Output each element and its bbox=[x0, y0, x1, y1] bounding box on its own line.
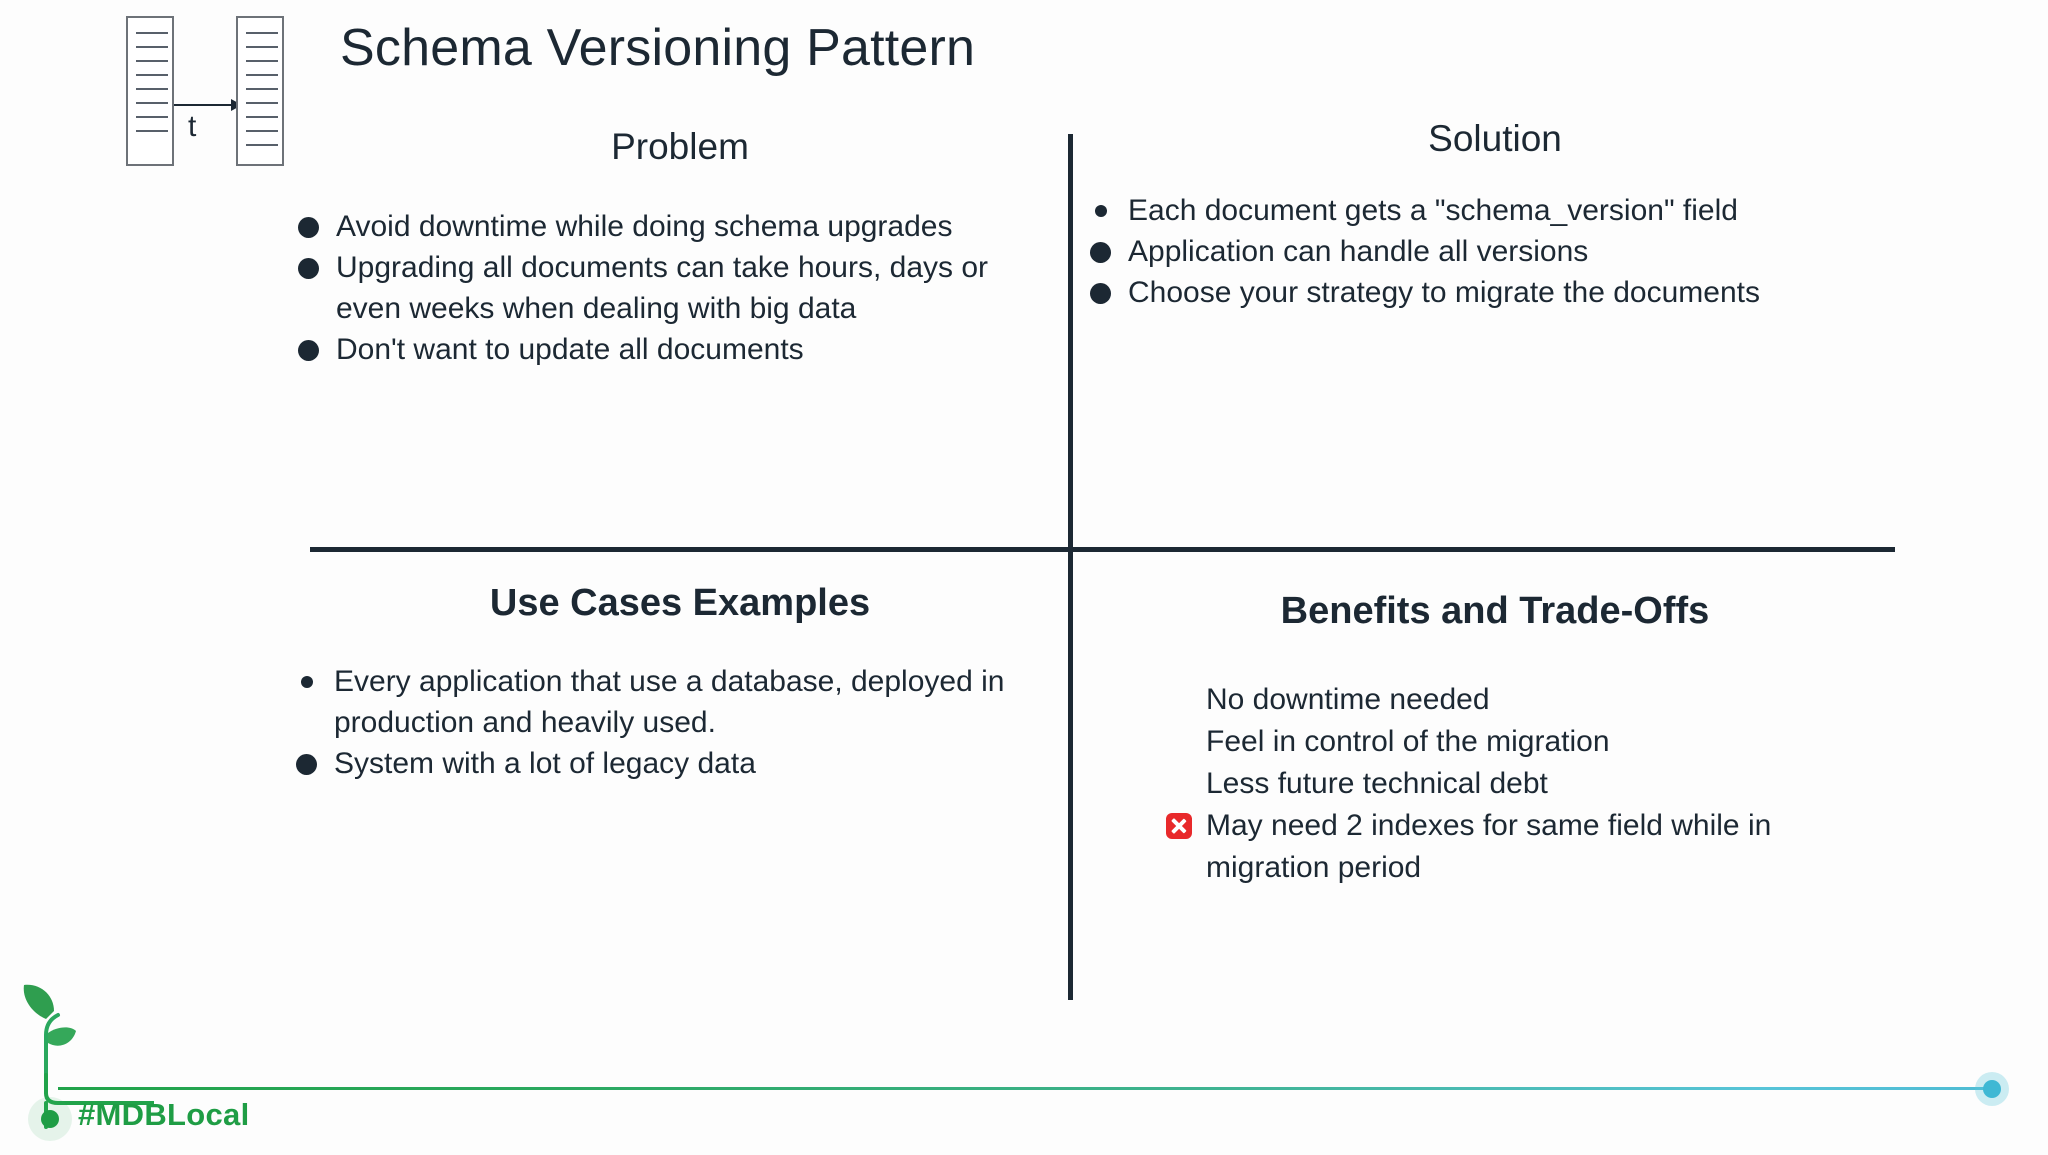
quadrant-problem: Problem Avoid downtime while doing schem… bbox=[298, 126, 1060, 370]
solution-list: Each document gets a "schema_version" fi… bbox=[1082, 190, 1900, 313]
list-item-text: Less future technical debt bbox=[1206, 767, 1548, 800]
document-v1-icon bbox=[126, 16, 174, 166]
usecases-list: Every application that use a database, d… bbox=[288, 661, 1060, 784]
list-item-text: Avoid downtime while doing schema upgrad… bbox=[336, 210, 953, 243]
vertical-divider bbox=[1068, 134, 1073, 1000]
footer-progress-line bbox=[58, 1087, 1988, 1090]
cross-mark-icon bbox=[1166, 813, 1192, 839]
quadrant-usecases: Use Cases Examples Every application tha… bbox=[296, 582, 1060, 784]
list-item-text: Feel in control of the migration bbox=[1206, 725, 1610, 758]
footer-end-dot bbox=[1975, 1072, 2009, 1106]
footer-start-dot bbox=[28, 1097, 72, 1141]
quadrant-usecases-title: Use Cases Examples bbox=[489, 582, 871, 624]
list-item-text: May need 2 indexes for same field while … bbox=[1206, 809, 1772, 884]
list-item-text: Upgrading all documents can take hours, … bbox=[336, 251, 989, 325]
list-item: Feel in control of the migration bbox=[1206, 721, 1900, 763]
quadrant-benefits-title: Benefits and Trade-Offs bbox=[1280, 590, 1710, 632]
bullet-icon bbox=[298, 258, 319, 279]
list-item: Less future technical debt bbox=[1206, 763, 1900, 805]
list-item-text: Don't want to update all documents bbox=[336, 333, 804, 366]
list-item: System with a lot of legacy data bbox=[288, 743, 1060, 784]
quadrant-solution-title: Solution bbox=[1428, 118, 1562, 159]
list-item: Every application that use a database, d… bbox=[288, 661, 1060, 743]
list-item-text: Each document gets a "schema_version" fi… bbox=[1128, 194, 1738, 227]
bullet-icon bbox=[301, 676, 313, 688]
list-item-text: Every application that use a database, d… bbox=[334, 665, 1005, 739]
bullet-icon bbox=[1095, 205, 1107, 217]
migration-arrow-icon bbox=[174, 99, 242, 111]
bullet-icon bbox=[1090, 283, 1111, 304]
bullet-icon bbox=[296, 754, 317, 775]
list-item: Avoid downtime while doing schema upgrad… bbox=[290, 206, 1060, 247]
list-item-text: No downtime needed bbox=[1206, 683, 1490, 716]
problem-list: Avoid downtime while doing schema upgrad… bbox=[290, 206, 1060, 370]
page-title: Schema Versioning Pattern bbox=[340, 19, 976, 77]
list-item: Each document gets a "schema_version" fi… bbox=[1082, 190, 1900, 231]
time-label: t bbox=[188, 110, 197, 143]
list-item: May need 2 indexes for same field while … bbox=[1166, 805, 1900, 889]
list-item-text: System with a lot of legacy data bbox=[334, 747, 756, 780]
list-item: Upgrading all documents can take hours, … bbox=[290, 247, 1060, 329]
event-hashtag: #MDBLocal bbox=[78, 1097, 250, 1132]
quadrant-benefits: Benefits and Trade-Offs No downtime need… bbox=[1090, 590, 1900, 889]
bullet-icon bbox=[1090, 242, 1111, 263]
list-item-text: Application can handle all versions bbox=[1128, 235, 1589, 268]
list-item: Application can handle all versions bbox=[1082, 231, 1900, 272]
list-item: Don't want to update all documents bbox=[290, 329, 1060, 370]
list-item: No downtime needed bbox=[1206, 679, 1900, 721]
list-item: Choose your strategy to migrate the docu… bbox=[1082, 272, 1900, 313]
horizontal-divider bbox=[310, 547, 1895, 552]
document-v2-icon bbox=[236, 16, 284, 166]
benefits-list: No downtime needed Feel in control of th… bbox=[1166, 679, 1900, 889]
bullet-icon bbox=[298, 217, 319, 238]
quadrant-problem-title: Problem bbox=[611, 126, 749, 167]
list-item-text: Choose your strategy to migrate the docu… bbox=[1128, 276, 1760, 309]
bullet-icon bbox=[298, 340, 319, 361]
schema-versioning-icon: t bbox=[126, 16, 286, 166]
quadrant-solution: Solution Each document gets a "schema_ve… bbox=[1090, 118, 1900, 313]
